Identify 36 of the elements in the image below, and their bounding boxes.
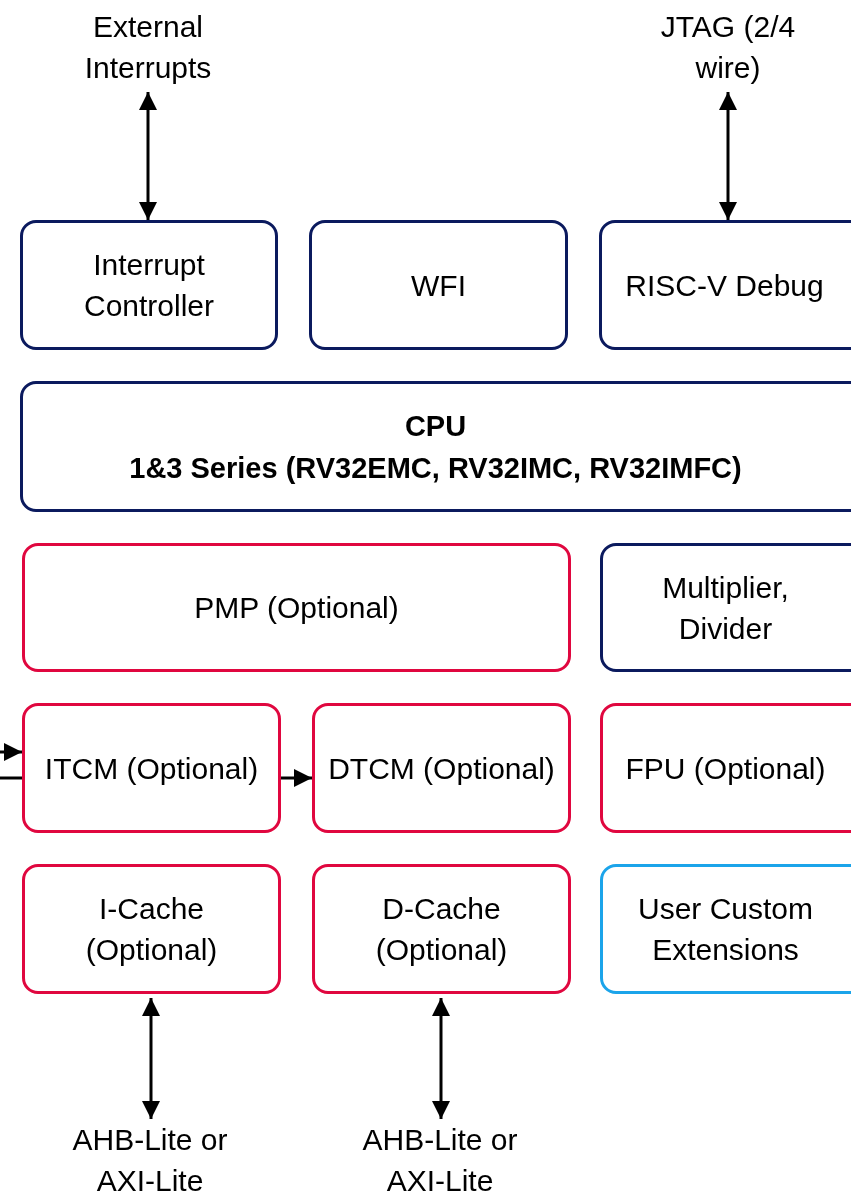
arrow [432,998,450,1119]
block-label: PMP (Optional) [194,590,399,626]
block-title: CPU [404,408,467,444]
block-box [22,864,281,994]
block-label: RISC-V Debug [625,267,824,304]
block-label: Interrupt Controller [82,247,216,324]
block-label: ITCM (Optional) [44,750,259,787]
block-label: 1&3 Series (RV32EMC, RV32IMC, RV32IMFC) [129,450,742,486]
block-label: User Custom Extensions [636,891,814,968]
block-box [22,543,571,672]
block-box [312,864,571,994]
arrow [142,998,160,1119]
port-label: AHB-Lite or AXI-Lite [361,1122,519,1199]
block-label: WFI [411,267,466,304]
arrow [281,769,312,787]
block-box [22,703,281,833]
block-box [599,220,851,350]
block-label: Multiplier, Divider [661,569,790,647]
block-box [20,381,851,512]
arrow [139,92,157,220]
block-box [600,543,851,672]
block-label: FPU (Optional) [625,750,826,787]
block-box [600,864,851,994]
arrow [719,92,737,220]
block-label: D-Cache (Optional) [374,891,509,968]
port-label: JTAG (2/4 wire) [659,9,797,86]
block-label: DTCM (Optional) [328,750,555,787]
port-label: External Interrupts [83,9,213,86]
arrow [0,743,22,761]
block-box [20,220,278,350]
block-label: I-Cache (Optional) [84,891,219,968]
block-box [600,703,851,833]
block-box [309,220,568,350]
block-box [312,703,571,833]
port-label: AHB-Lite or AXI-Lite [71,1122,229,1199]
connector-line [0,776,22,780]
